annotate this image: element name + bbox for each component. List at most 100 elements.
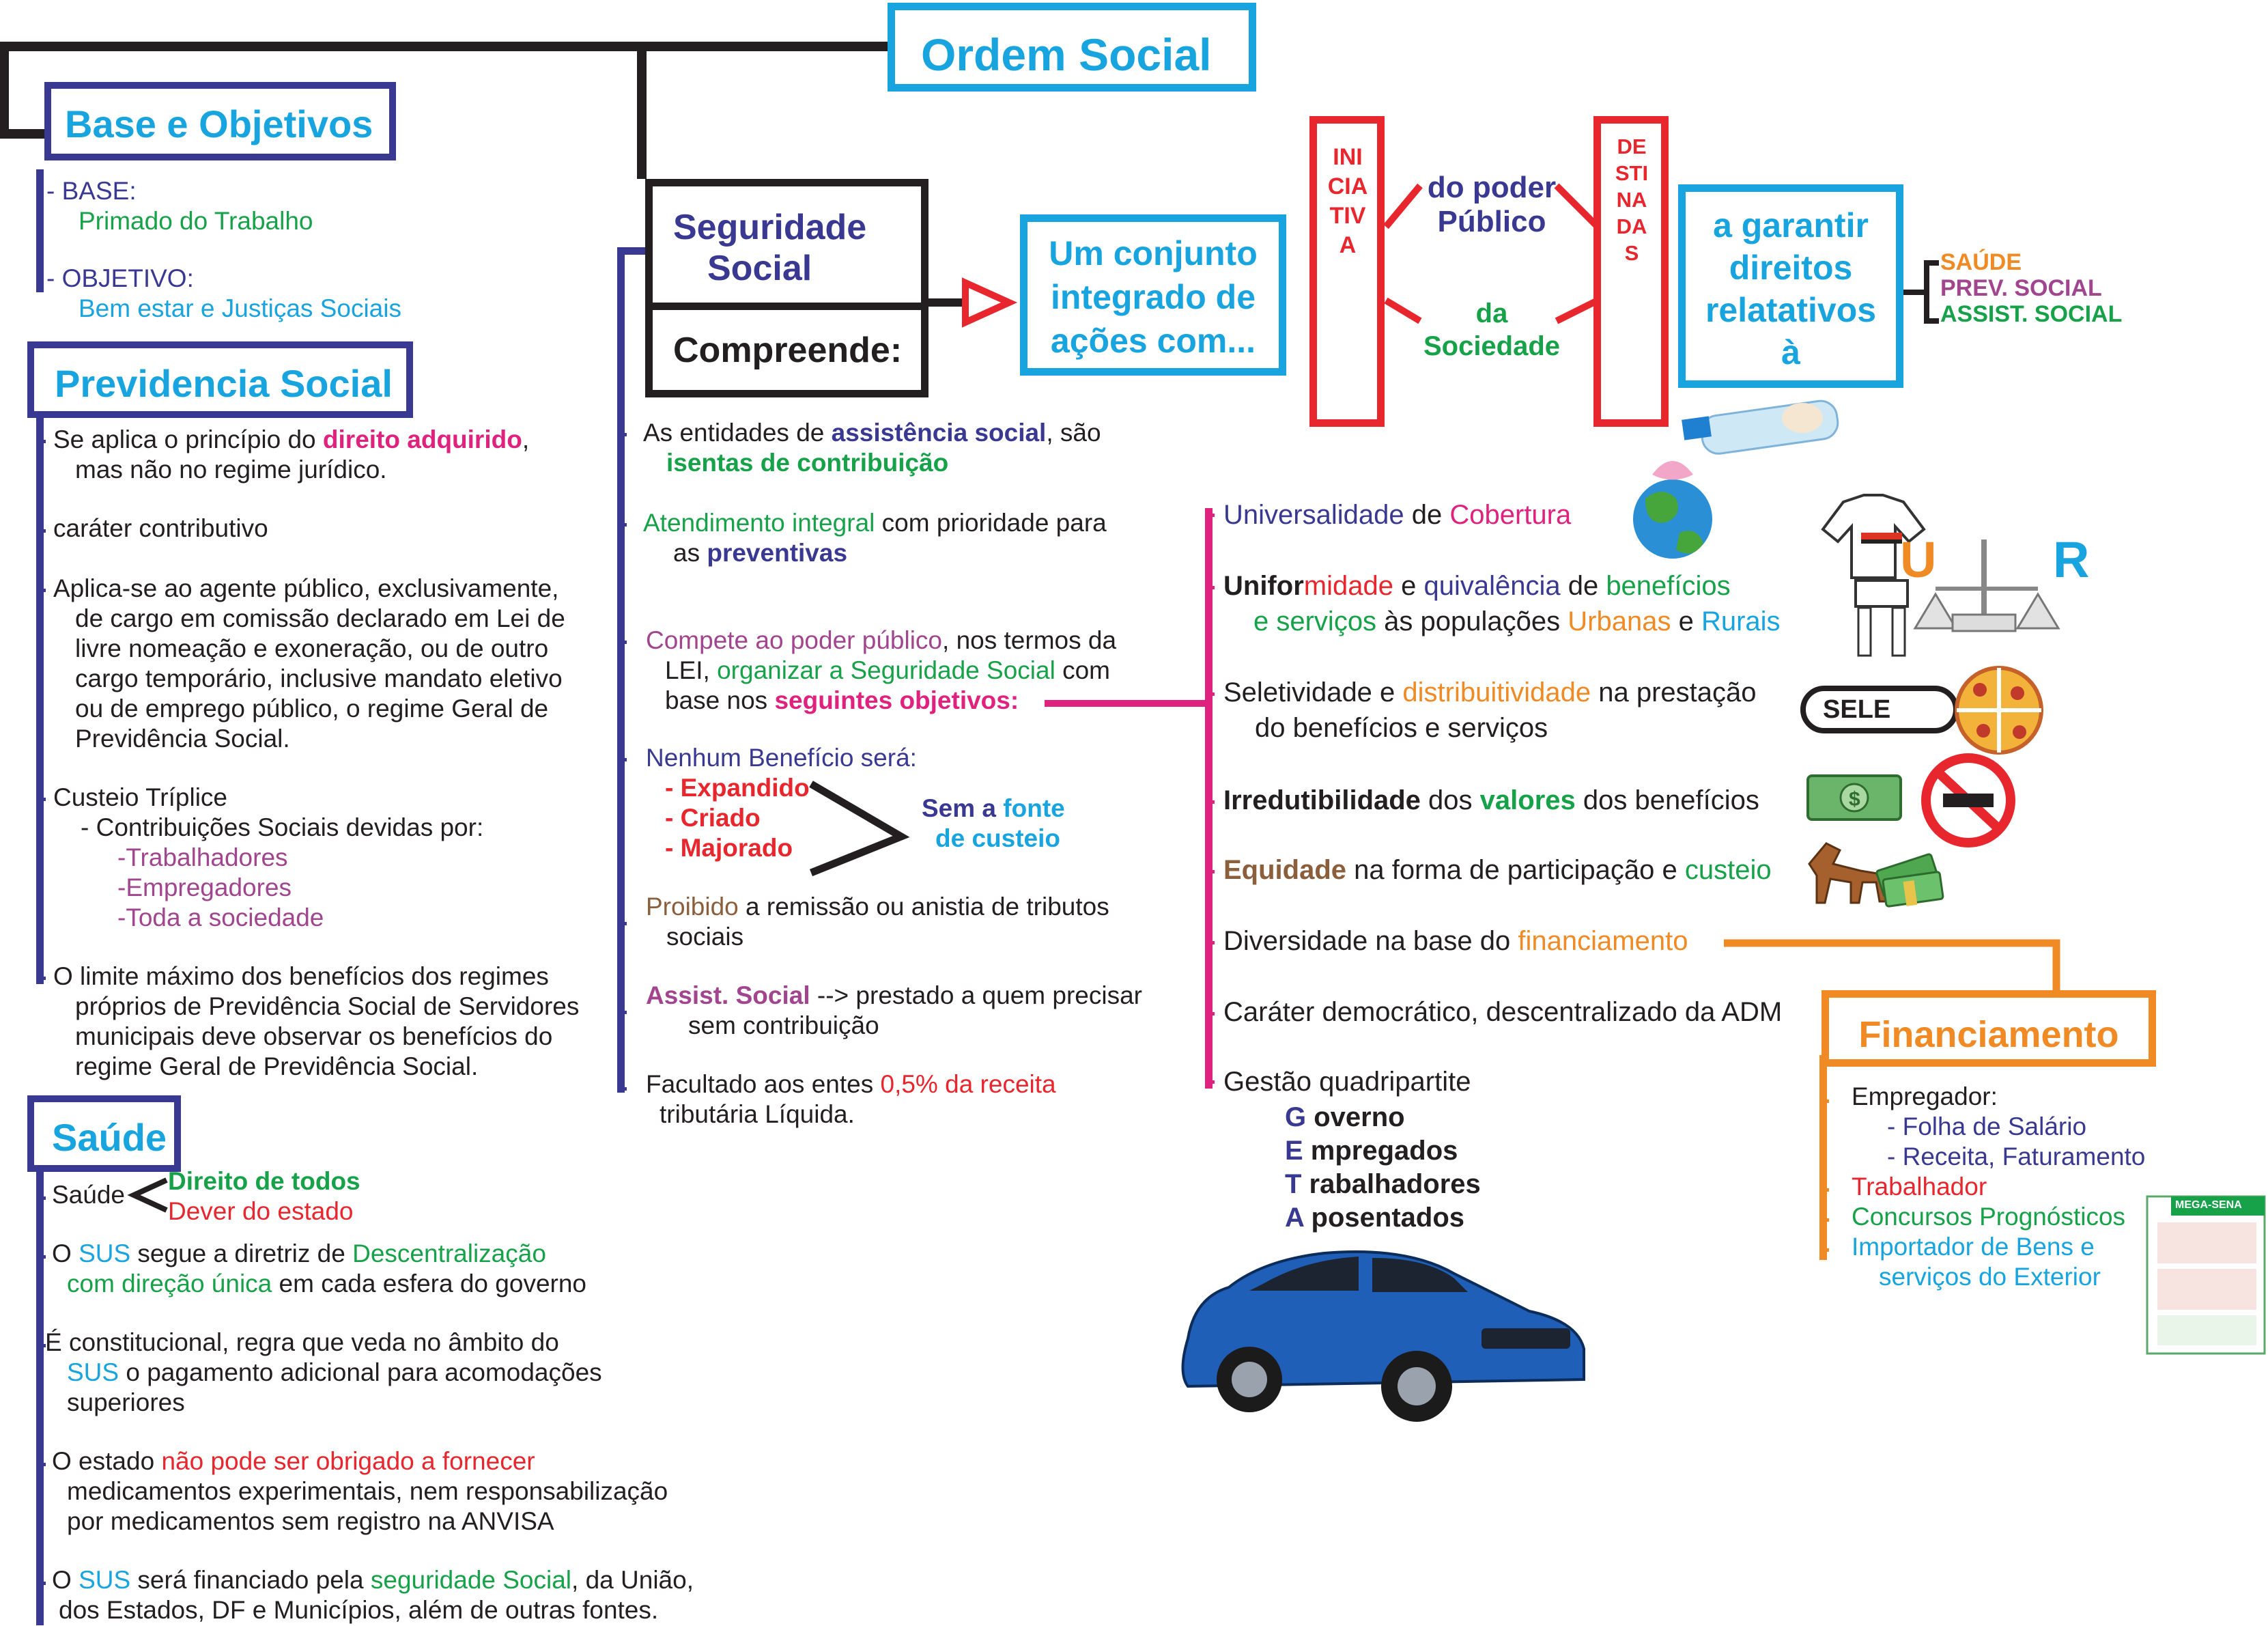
dever-do-estado: Dever do estado [168,1197,354,1225]
previdencia-title: Previdencia Social [55,362,393,405]
money-bundle-icon [1875,853,1944,908]
saude-item-4: O estado não pode ser obrigado a fornece… [52,1446,535,1476]
direito-adquirido: direito adquirido [322,425,522,453]
saude-item-5b: dos Estados, DF e Municípios, além de ou… [59,1596,659,1624]
prev-item-4a: - Contribuições Sociais devidas por: [81,813,484,841]
seg-item-5: Proibido a remissão ou anistia de tribut… [646,892,1109,922]
seguridade-box: Seguridade Social Compreende: [645,179,929,397]
globe-icon [1633,461,1712,559]
text: As entidades de [643,419,832,447]
prev-item-4: Custeio Tríplice [53,783,227,811]
seg-item-7b: tributária Líquida. [660,1100,855,1128]
majorado: - Majorado [665,834,793,862]
letter: A [1285,1203,1304,1233]
obj-gestao: Gestão quadripartite [1223,1067,1471,1097]
obj-diversidade: Diversidade na base do financiamento [1223,925,1688,957]
base-objetivos-box: Base e Objetivos [44,82,396,160]
tick [36,1196,46,1200]
letter: G [1285,1102,1307,1132]
valores: valores [1479,785,1576,815]
conjunto-l1: integrado de [1050,278,1256,316]
fin-concursos: Concursos Prognósticos [1852,1203,2126,1231]
tick [1205,692,1215,696]
prev-item-5-l2: municipais deve observar os benefícios d… [75,1022,553,1050]
uniform-icon [1821,494,1926,657]
sus: SUS [79,1239,131,1267]
tick [617,641,627,644]
obj-equidade: Equidade na forma de participação e cust… [1223,854,1772,886]
tick [1205,1080,1215,1084]
base-label: - BASE: [46,177,137,205]
seguridade-bar-top [617,247,666,255]
seg-item-2: Atendimento integral com prioridade para [643,508,1107,538]
prev-item-3-l1: de cargo em comissão declarado em Lei de [75,604,565,632]
saude-item-4b: medicamentos experimentais, nem responsa… [67,1477,668,1505]
objetivo-value: Bem estar e Justiças Sociais [79,294,401,322]
prev-item-3-l0: Aplica-se ao agente público, exclusivame… [53,574,559,602]
atendimento-integral: Atendimento integral [643,509,875,537]
expandido: - Expandido [665,774,810,802]
area-assist-social: ASSIST. SOCIAL [1940,301,2123,327]
prev-item-3-l3: cargo temporário, inclusive mandato elet… [75,664,563,692]
obj-seletividade: Seletividade e distribuitividade na pres… [1223,676,1757,709]
conjunto-l2: ações com... [1050,322,1256,360]
text: na forma de participação e [1346,855,1685,885]
base-bar [36,169,44,292]
prev-item-2: caráter contributivo [53,514,268,542]
text: base nos [665,686,775,714]
seguridade-title-2: Social [707,249,812,288]
text: overno [1306,1102,1405,1132]
equidade: Equidade [1223,855,1347,885]
text: --> prestado a quem precisar [810,981,1142,1009]
custeio: custeio [1684,855,1772,885]
publico: Público [1437,205,1546,238]
do-poder: do poder [1427,171,1557,204]
horse-icon [1808,842,1889,904]
text: será financiado pela [130,1566,371,1594]
text: , são [1046,419,1101,447]
seguridade-title-1: Seguridade [673,208,867,247]
u-letter: U [1900,531,1937,588]
tick [617,922,627,925]
tick [1205,941,1215,944]
previdencia-bar [36,400,44,984]
fin-folha: - Folha de Salário [1887,1112,2087,1140]
conjunto-box: Um conjunto integrado de ações com... [1020,214,1286,376]
prev-item-3-l5: Previdência Social. [75,725,290,753]
seg-item-6b: sem contribuição [688,1011,879,1039]
da: da [1475,298,1508,328]
area-prev-social: PREV. SOCIAL [1940,275,2102,301]
prev-item-4b-0: -Trabalhadores [117,843,288,871]
universalidade: Universalidade [1223,500,1404,530]
compete-poder-publico: Compete ao poder público [646,626,943,654]
ordem-social-box: Ordem Social [888,3,1256,92]
saude-item-3b: SUS o pagamento adicional para acomodaçõ… [67,1358,602,1388]
prev-item-4b-1: -Empregadores [117,873,292,901]
garantir-l3: à [1781,333,1800,372]
fin-trabalhador: Trabalhador [1852,1173,1987,1201]
tick [617,758,627,761]
seg-item-3b: LEI, organizar a Seguridade Social com [665,656,1110,686]
cream-tube-icon [1682,400,1839,455]
text: de [1404,500,1450,530]
text: as [673,539,707,567]
text: com [1055,656,1111,684]
text: segue a diretriz de [130,1239,353,1267]
text: em cada esfera do governo [272,1270,586,1298]
seguridade-social: seguridade Social [370,1566,572,1594]
text: dos [1420,785,1480,815]
direcao-unica: com direção única [67,1270,272,1298]
garantir-l2: relatativos [1705,291,1877,329]
seg-item-4: Nenhum Benefício será: [646,744,917,772]
saude-item-2b: com direção única em cada esfera do gove… [67,1269,586,1299]
text: Sem a [922,794,1004,822]
saude-item-3: É constitucional, regra que veda no âmbi… [45,1328,559,1356]
saude-item-1: Saúde [52,1181,125,1209]
prev-item-5-l1: próprios de Previdência Social de Servid… [75,992,580,1020]
tick [36,1255,46,1259]
direito-de-todos: Direito de todos [168,1167,360,1195]
sus: SUS [67,1358,119,1386]
tick [36,798,46,801]
